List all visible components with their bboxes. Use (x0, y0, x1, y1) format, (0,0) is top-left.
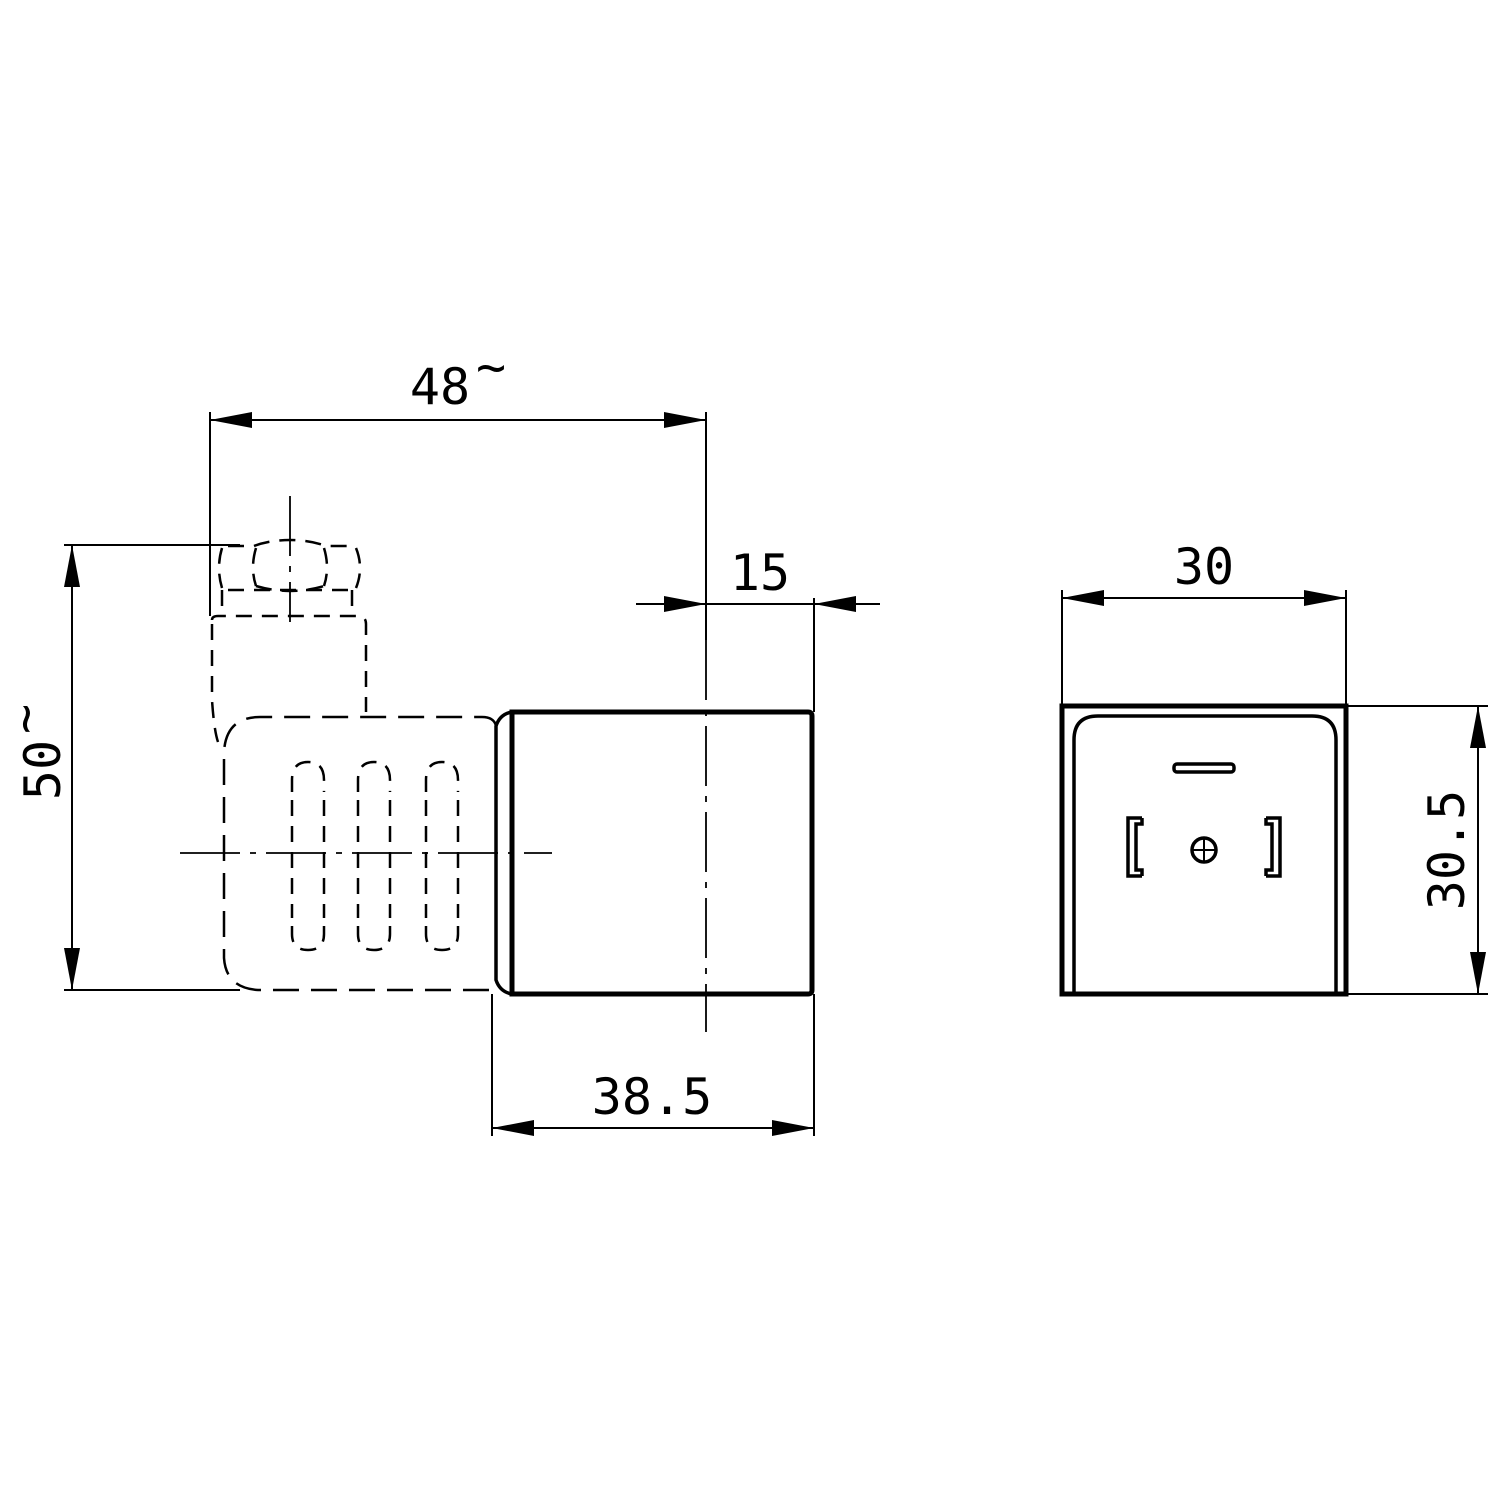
arrow-15-right (814, 596, 856, 612)
dim-48-approx: ~ (476, 338, 506, 396)
dim-label-38-5: 38.5 (592, 1068, 712, 1126)
arrow-38-left (492, 1120, 534, 1136)
front-outer-outline (1059, 703, 1349, 997)
arrow-305-top (1470, 706, 1486, 748)
dim-label-48: 48 (410, 358, 470, 416)
arrow-305-bottom (1470, 952, 1486, 994)
right-pin-bracket (1264, 816, 1282, 878)
connector-slots (290, 760, 460, 952)
front-view: 30 30.5 (1059, 538, 1488, 997)
earth-pin-slot (1172, 762, 1236, 774)
dim-48-value: 48 (410, 358, 470, 416)
dim-label-30: 30 (1174, 538, 1234, 596)
arrow-15-left (664, 596, 706, 612)
front-inner-outline (1072, 714, 1338, 994)
dim-50-approx: ~ (0, 704, 54, 734)
left-pin-bracket (1126, 816, 1144, 878)
connector-body-dashed (222, 715, 498, 992)
arrow-30-right (1304, 590, 1346, 606)
arrow-50-top (64, 545, 80, 587)
arrow-48-left (210, 412, 252, 428)
dim-label-50: 50 (14, 740, 72, 800)
dim-label-30-5: 30.5 (1418, 790, 1476, 910)
dim-label-15: 15 (730, 544, 790, 602)
dim-50-value: 50 (14, 740, 72, 800)
side-view: 48 ~ 50 ~ 15 38.5 (0, 338, 880, 1136)
arrow-38-right (772, 1120, 814, 1136)
arrow-50-bottom (64, 948, 80, 990)
arrow-48-right (664, 412, 706, 428)
arrow-30-left (1062, 590, 1104, 606)
coil-body-outline (509, 709, 815, 997)
cable-gland-dashed (210, 538, 368, 743)
